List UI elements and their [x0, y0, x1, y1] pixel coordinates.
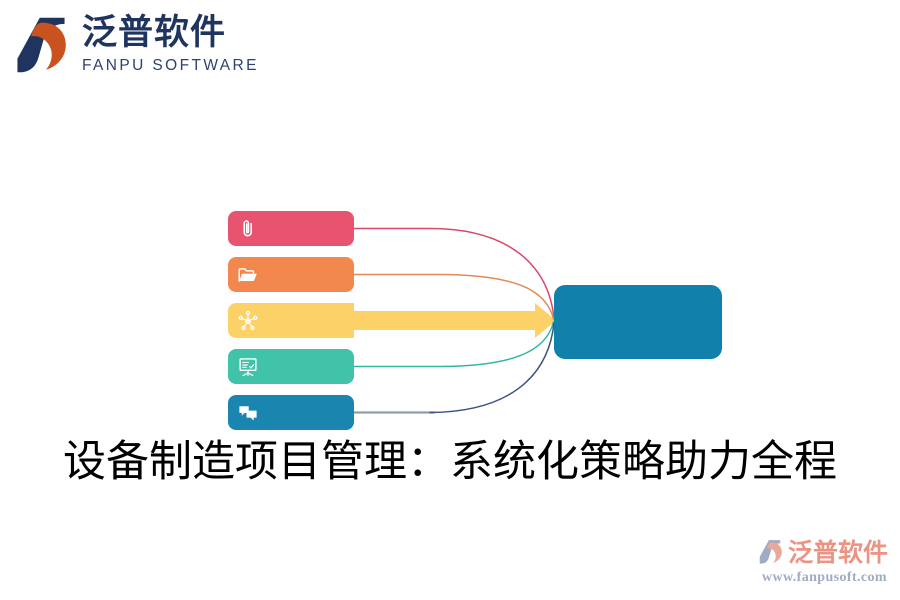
diagram-node-4[interactable] — [228, 395, 354, 430]
presentation-board-icon — [239, 357, 257, 376]
diagram-node-0[interactable] — [228, 211, 354, 246]
brand-name-en: FANPU SOFTWARE — [82, 57, 259, 75]
watermark-logo-row: 泛普软件 — [757, 533, 888, 569]
connector-line-3 — [353, 321, 555, 368]
fanpu-hexagon-logo-icon — [17, 17, 66, 73]
connector-line-4 — [429, 322, 555, 414]
network-hub-icon — [238, 310, 258, 330]
watermark-url: www.fanpusoft.com — [761, 570, 887, 585]
connector-arrow-emphasis — [340, 303, 556, 338]
brand-logo: 泛普软件 FANPU SOFTWARE — [10, 14, 259, 76]
paperclip-icon — [243, 219, 252, 236]
watermark: 泛普软件 www.fanpusoft.com — [757, 533, 888, 586]
connector-line-0 — [353, 227, 555, 319]
brand-text-block: 泛普软件 FANPU SOFTWARE — [82, 16, 259, 74]
diagram-node-3[interactable] — [228, 349, 354, 384]
watermark-brand-name: 泛普软件 — [787, 538, 888, 567]
diagram-node-1[interactable] — [228, 257, 354, 292]
diagram-target-box[interactable] — [554, 285, 722, 359]
open-folder-icon — [238, 267, 257, 282]
fanpu-hexagon-logo-icon — [759, 539, 782, 564]
chat-bubbles-icon — [239, 405, 257, 421]
page-title: 设备制造项目管理：系统化策略助力全程 — [63, 437, 837, 487]
diagram-node-2[interactable] — [228, 303, 354, 338]
brand-name-cn: 泛普软件 — [82, 13, 227, 54]
connector-line-1 — [353, 273, 555, 320]
